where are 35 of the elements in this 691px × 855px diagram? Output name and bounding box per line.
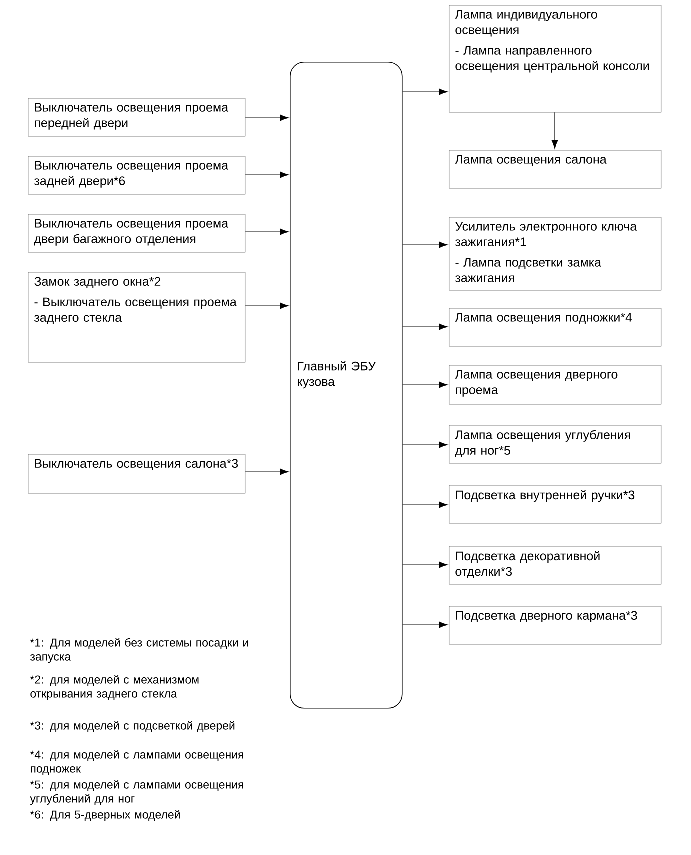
- footnote: *4: для моделей с лампами освещения подножек: [30, 750, 244, 776]
- footnote: *6: Для 5-дверных моделей: [30, 810, 180, 822]
- footnote: *5: для моделей с лампами освещения углублений для ног: [30, 780, 244, 806]
- control-unit-box: Главный ЭБУ кузова: [290, 62, 403, 709]
- arrow: [402, 562, 448, 568]
- arrow: [245, 302, 289, 310]
- footnote: *3: для моделей с подсветкой дверей: [30, 721, 235, 732]
- component-box: Подсветка дверного кармана*3: [449, 606, 662, 645]
- arrow: [402, 324, 448, 330]
- arrow: [402, 442, 448, 448]
- footnote: *2: для моделей с механизмом открывания заднего стекла: [30, 675, 199, 700]
- component-box: Усилитель электронного ключа зажигания*1 - Лампа подсветки замка зажигания: [449, 217, 662, 291]
- arrow: [402, 622, 448, 628]
- component-box: Подсветка декоративной отделки*3: [449, 546, 662, 585]
- component-box: Лампа освещения дверного проема: [449, 365, 662, 405]
- component-box: Замок заднего окна*2 - Выключатель освещения проема заднего стекла: [28, 272, 246, 363]
- arrow: [402, 242, 448, 248]
- arrow: [245, 228, 289, 236]
- arrow: [245, 114, 289, 122]
- arrow: [552, 112, 558, 149]
- arrow: [402, 88, 448, 96]
- component-box: Лампа индивидуального освещения - Лампа направленного освещения центральной консоли: [449, 5, 662, 113]
- component-box: Лампа освещения салона: [449, 150, 662, 189]
- component-box: Выключатель освещения проема двери багажного отделения: [28, 214, 246, 253]
- component-box: Лампа освещения подножки*4: [449, 308, 662, 347]
- arrow: [245, 468, 289, 476]
- component-box: Подсветка внутренней ручки*3: [449, 485, 662, 524]
- component-box: Лампа освещения углубления для ног*5: [449, 425, 662, 464]
- arrow: [402, 382, 448, 388]
- component-box: Выключатель освещения салона*3: [28, 454, 246, 494]
- component-box: Выключатель освещения проема передней двери: [28, 98, 246, 137]
- footnote: *1: Для моделей без системы посадки и запуска: [30, 638, 248, 664]
- arrow: [245, 172, 289, 178]
- arrow: [402, 502, 448, 508]
- component-box: Выключатель освещения проема задней двери*6: [28, 156, 246, 195]
